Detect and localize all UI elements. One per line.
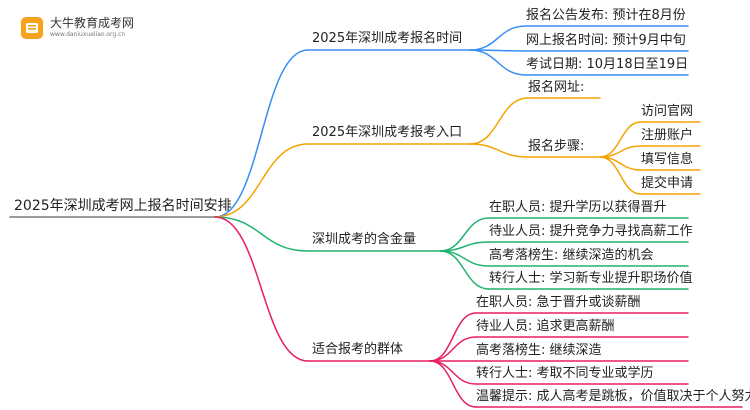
branch-target-groups-leaf-connector-0 [429, 312, 477, 362]
branch-target-groups: 适合报考的群体 [312, 342, 404, 357]
leaf-announcement: 报名公告发布: 预计在8月份 [526, 8, 686, 23]
leaf-registration-steps: 报名步骤: [528, 139, 585, 154]
branch-value: 深圳成考的含金量 [312, 232, 417, 247]
step-connector-3 [599, 156, 642, 195]
branch-value-leaf-connector-2 [439, 250, 490, 267]
branch-registration-time: 2025年深圳成考报名时间 [312, 31, 463, 46]
leaf-online-registration: 网上报名时间: 预计9月中旬 [526, 33, 686, 48]
logo-url: www.daniuxueliao.org.cn [50, 31, 126, 38]
branch-target-groups-connector [214, 216, 309, 362]
step-register-account: 注册账户 [641, 128, 694, 143]
leaf-exam-date: 考试日期: 10月18日至19日 [526, 57, 689, 72]
branch-registration-entry-leaf-connector-0 [469, 97, 529, 145]
logo-badge-icon [21, 17, 43, 39]
site-logo[interactable]: 大牛教育成考网 www.daniuxueliao.org.cn [20, 10, 140, 46]
leaf-group-graduate: 高考落榜生: 继续深造 [476, 343, 602, 358]
branch-value-leaf-connector-3 [439, 250, 490, 290]
leaf-registration-url: 报名网址: [528, 80, 585, 95]
leaf-value-employed: 在职人员: 提升学历以获得晋升 [489, 200, 667, 215]
branch-registration-time-leaf-connector-0 [469, 25, 527, 51]
step-submit: 提交申请 [641, 176, 694, 191]
branch-target-groups-leaf-connector-1 [429, 336, 477, 362]
step-fill-info: 填写信息 [641, 152, 694, 167]
step-visit-site: 访问官网 [641, 104, 694, 119]
branch-value-connector [214, 216, 309, 252]
leaf-group-tip: 温馨提示: 成人高考是跳板，价值取决于个人努力 [476, 389, 750, 404]
leaf-group-unemployed: 待业人员: 追求更高薪酬 [476, 319, 615, 334]
branch-registration-entry: 2025年深圳成考报考入口 [312, 125, 463, 140]
leaf-value-career-change: 转行人士: 学习新专业提升职场价值 [489, 271, 693, 286]
branch-registration-time-connector [214, 49, 309, 218]
leaf-value-unemployed: 待业人员: 提升竞争力寻找高薪工作 [489, 224, 693, 239]
branch-target-groups-leaf-connector-4 [429, 360, 477, 408]
logo-title: 大牛教育成考网 [50, 16, 135, 30]
leaf-group-employed: 在职人员: 急于晋升或谈薪酬 [476, 295, 641, 310]
leaf-group-career-change: 转行人士: 考取不同专业或学历 [476, 366, 654, 381]
branch-registration-entry-leaf-connector-1 [469, 143, 529, 158]
branch-registration-time-leaf-connector-2 [469, 49, 527, 76]
branch-registration-entry-connector [214, 143, 309, 218]
branch-target-groups-leaf-connector-3 [429, 360, 477, 385]
leaf-value-graduate: 高考落榜生: 继续深造的机会 [489, 248, 654, 263]
root-node: 2025年深圳成考网上报名时间安排 [14, 198, 232, 214]
